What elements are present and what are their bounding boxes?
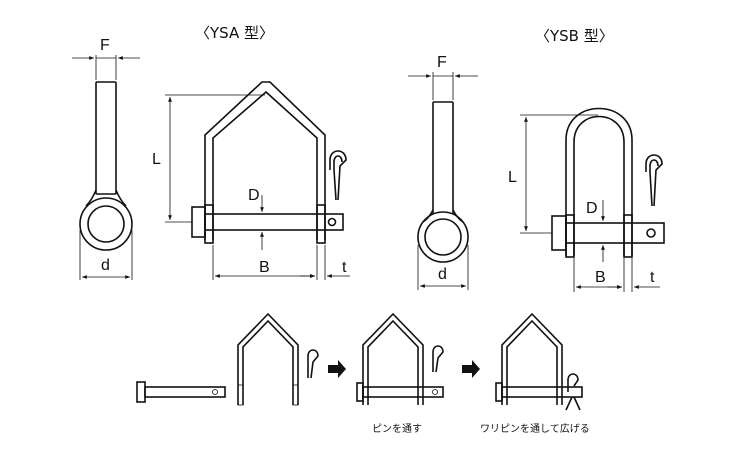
ysa-title: 〈YSA 型〉 [195, 24, 274, 42]
ysa-pin-drawing [72, 55, 140, 280]
ysb-pin-d-label: d [438, 266, 447, 283]
ysa-shackle-d-label: D [248, 187, 260, 204]
ysa-shackle-l-label: L [152, 151, 161, 168]
ysb-title: 〈YSB 型〉 [535, 27, 614, 45]
ysa-shackle-t-label: t [342, 259, 347, 276]
ysb-shackle-drawing [520, 107, 665, 292]
ysb-pin-f-label: F [437, 54, 447, 71]
step3-assembly [495, 312, 583, 411]
ysa-pin-f-label: F [100, 37, 110, 54]
step-arrow-2 [462, 360, 480, 378]
step1-parts [136, 312, 319, 406]
ysb-shackle-b-label: B [595, 269, 606, 286]
ysb-shackle-d-label: D [586, 200, 598, 217]
ysb-shackle-t-label: t [650, 269, 655, 286]
step2-caption: ピンを通す [372, 423, 422, 435]
step-arrow-1 [328, 360, 346, 378]
step3-caption: ワリピンを通して広げる [480, 422, 590, 435]
ysa-shackle-b-label: B [259, 259, 270, 276]
ysa-pin-d-label: d [101, 257, 110, 274]
ysb-pin-drawing [408, 72, 478, 290]
step2-assembly [356, 312, 444, 405]
ysb-shackle-l-label: L [508, 169, 517, 186]
ysa-shackle-drawing [165, 81, 350, 280]
